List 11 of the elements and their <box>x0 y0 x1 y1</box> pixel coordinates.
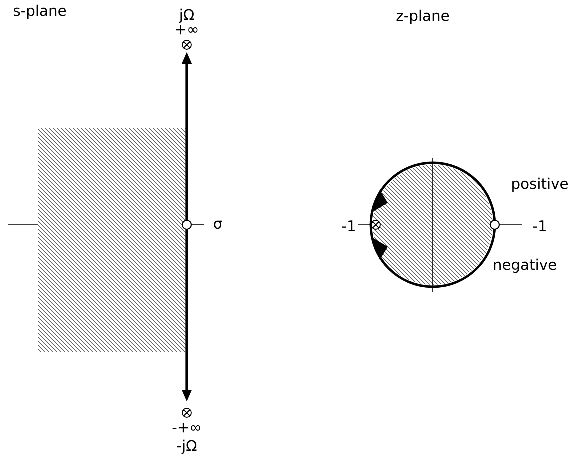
axis-label: jΩ <box>179 8 194 24</box>
axis-label: s-plane <box>14 4 66 20</box>
axis-label: -1 <box>533 220 546 232</box>
axis-label: -1 <box>342 220 355 232</box>
axis-label: +∞ <box>176 25 198 35</box>
axis-label: negative <box>494 258 556 274</box>
axis-label: σ <box>214 220 222 230</box>
axis-label: z-plane <box>396 10 450 24</box>
axis-label: positive <box>512 178 568 192</box>
axis-label: -+∞ <box>172 423 200 433</box>
axis-label: -jΩ <box>177 440 197 454</box>
